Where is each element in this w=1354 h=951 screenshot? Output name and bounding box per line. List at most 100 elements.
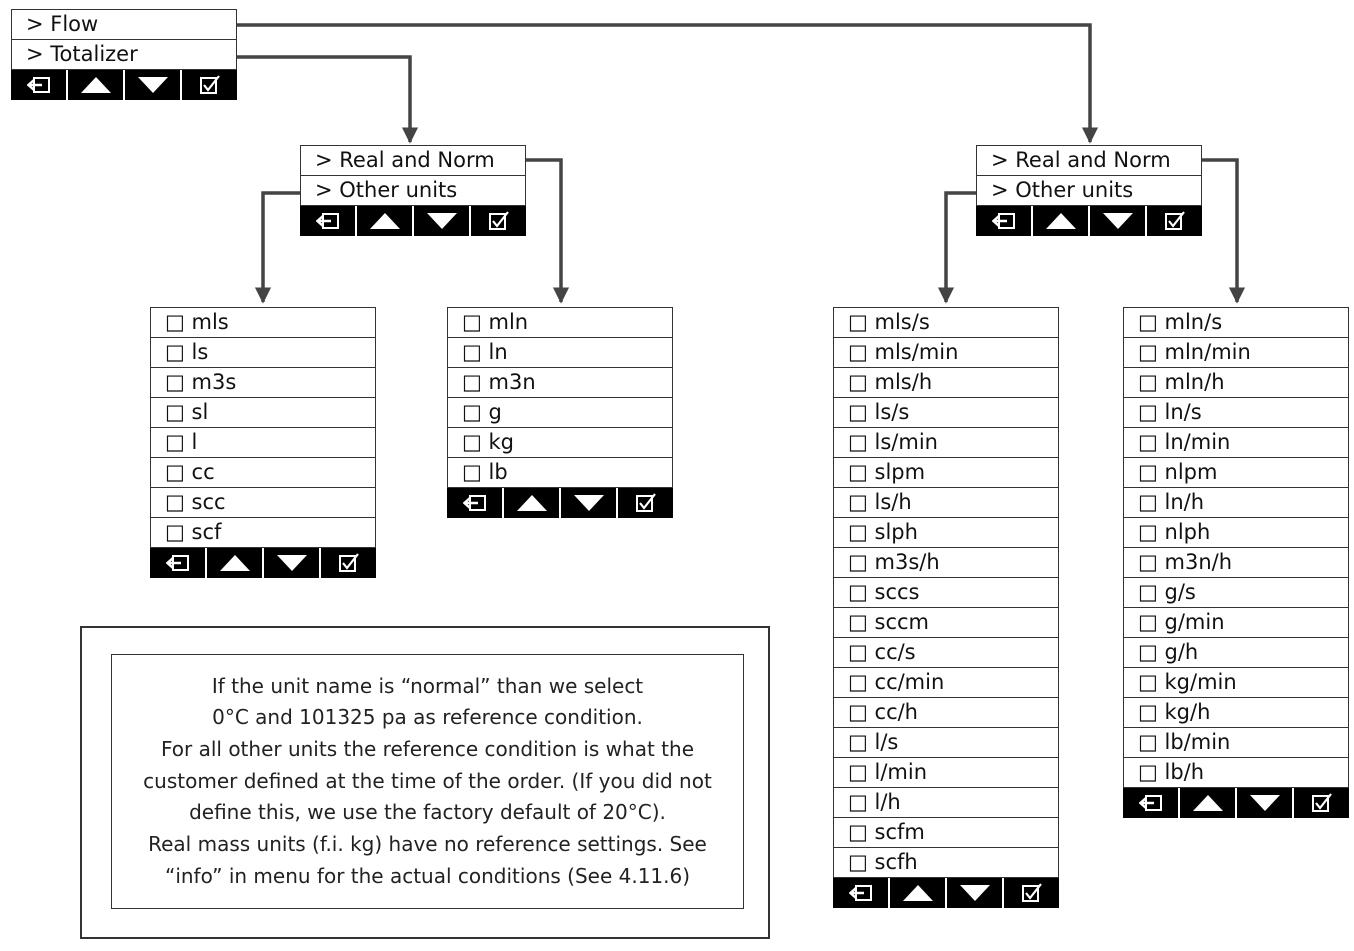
down-arrow-icon xyxy=(426,213,457,229)
menu-nav-bar xyxy=(11,70,237,100)
down-button[interactable] xyxy=(559,488,616,518)
menu-item[interactable]: □ m3n xyxy=(447,367,673,398)
confirm-button[interactable] xyxy=(180,70,237,100)
menu-item[interactable]: □ kg/h xyxy=(1123,697,1349,728)
menu-item[interactable]: □ scc xyxy=(150,487,376,518)
menu-item[interactable]: □ mln/min xyxy=(1123,337,1349,368)
menu-nav-bar xyxy=(976,206,1202,236)
menu-item[interactable]: □ ln/min xyxy=(1123,427,1349,458)
info-note-line: define this, we use the factory default … xyxy=(189,800,666,825)
menu-item[interactable]: □ scfh xyxy=(833,847,1059,878)
down-button[interactable] xyxy=(262,548,319,578)
confirm-button[interactable] xyxy=(469,206,526,236)
back-button[interactable] xyxy=(976,206,1031,236)
menu-item[interactable]: □ cc xyxy=(150,457,376,488)
menu-item[interactable]: □ sccs xyxy=(833,577,1059,608)
up-arrow-icon xyxy=(1045,213,1076,229)
menu-item[interactable]: > Totalizer xyxy=(11,39,237,70)
menu-item[interactable]: □ cc/min xyxy=(833,667,1059,698)
down-button[interactable] xyxy=(1235,788,1292,818)
menu-item[interactable]: □ mls/h xyxy=(833,367,1059,398)
menu-item[interactable]: □ nlpm xyxy=(1123,457,1349,488)
connector-tot-other xyxy=(254,191,300,304)
confirm-check-icon xyxy=(1164,211,1185,230)
up-button[interactable] xyxy=(1178,788,1235,818)
menu-item[interactable]: □ scfm xyxy=(833,817,1059,848)
menu-item[interactable]: □ g/h xyxy=(1123,637,1349,668)
menu-item[interactable]: □ mls/min xyxy=(833,337,1059,368)
back-button[interactable] xyxy=(833,878,888,908)
menu-item[interactable]: □ nlph xyxy=(1123,517,1349,548)
up-button[interactable] xyxy=(66,70,123,100)
confirm-button[interactable] xyxy=(319,548,376,578)
menu-item[interactable]: □ ls/h xyxy=(833,487,1059,518)
confirm-check-icon xyxy=(338,553,359,572)
menu-item[interactable]: □ kg/min xyxy=(1123,667,1349,698)
menu-item[interactable]: □ mln/h xyxy=(1123,367,1349,398)
menu-item[interactable]: > Other units xyxy=(976,175,1202,206)
menu-item[interactable]: □ scf xyxy=(150,517,376,548)
up-button[interactable] xyxy=(205,548,262,578)
back-button[interactable] xyxy=(150,548,205,578)
menu-item[interactable]: □ l/h xyxy=(833,787,1059,818)
menu-item[interactable]: □ ln xyxy=(447,337,673,368)
menu-item[interactable]: □ g/min xyxy=(1123,607,1349,638)
menu-item[interactable]: □ g xyxy=(447,397,673,428)
menu-item[interactable]: □ slph xyxy=(833,517,1059,548)
back-button[interactable] xyxy=(447,488,502,518)
menu-item[interactable]: □ sl xyxy=(150,397,376,428)
up-button[interactable] xyxy=(502,488,559,518)
back-icon xyxy=(462,495,486,511)
menu-item[interactable]: □ l xyxy=(150,427,376,458)
menu-item[interactable]: □ m3n/h xyxy=(1123,547,1349,578)
info-note-line: 0°C and 101325 pa as reference condition… xyxy=(212,705,643,730)
menu-item[interactable]: □ ln/s xyxy=(1123,397,1349,428)
connector-tot-realnorm xyxy=(525,158,570,304)
down-button[interactable] xyxy=(1088,206,1145,236)
menu-item[interactable]: □ mln/s xyxy=(1123,307,1349,338)
down-button[interactable] xyxy=(945,878,1002,908)
confirm-button[interactable] xyxy=(1145,206,1202,236)
menu-item[interactable]: □ ls/min xyxy=(833,427,1059,458)
back-button[interactable] xyxy=(1123,788,1178,818)
menu-item[interactable]: > Real and Norm xyxy=(300,145,526,176)
back-button[interactable] xyxy=(300,206,355,236)
menu-item[interactable]: □ lb/min xyxy=(1123,727,1349,758)
menu-item[interactable]: □ l/s xyxy=(833,727,1059,758)
menu-item[interactable]: □ mln xyxy=(447,307,673,338)
menu-item[interactable]: □ mls xyxy=(150,307,376,338)
menu-item[interactable]: □ lb/h xyxy=(1123,757,1349,788)
back-icon xyxy=(848,885,872,901)
menu-item[interactable]: □ kg xyxy=(447,427,673,458)
back-icon xyxy=(1138,795,1162,811)
up-button[interactable] xyxy=(355,206,412,236)
confirm-button[interactable] xyxy=(616,488,673,518)
menu-item[interactable]: > Other units xyxy=(300,175,526,206)
back-button[interactable] xyxy=(11,70,66,100)
menu-item[interactable]: □ slpm xyxy=(833,457,1059,488)
menu-item[interactable]: > Flow xyxy=(11,9,237,40)
down-button[interactable] xyxy=(412,206,469,236)
down-button[interactable] xyxy=(123,70,180,100)
confirm-check-icon xyxy=(199,75,220,94)
menu-item[interactable]: □ sccm xyxy=(833,607,1059,638)
menu-item[interactable]: □ ls/s xyxy=(833,397,1059,428)
confirm-button[interactable] xyxy=(1292,788,1349,818)
menu-item[interactable]: □ mls/s xyxy=(833,307,1059,338)
menu-item[interactable]: □ ls xyxy=(150,337,376,368)
up-button[interactable] xyxy=(888,878,945,908)
down-arrow-icon xyxy=(1249,795,1280,811)
up-button[interactable] xyxy=(1031,206,1088,236)
menu-item[interactable]: □ ln/h xyxy=(1123,487,1349,518)
menu-item[interactable]: □ g/s xyxy=(1123,577,1349,608)
info-note-line: “info” in menu for the actual conditions… xyxy=(164,863,691,888)
confirm-button[interactable] xyxy=(1002,878,1059,908)
menu-item[interactable]: □ cc/h xyxy=(833,697,1059,728)
menu-item[interactable]: □ m3s xyxy=(150,367,376,398)
menu-item[interactable]: □ m3s/h xyxy=(833,547,1059,578)
menu-item[interactable]: > Real and Norm xyxy=(976,145,1202,176)
menu-item[interactable]: □ lb xyxy=(447,457,673,488)
up-arrow-icon xyxy=(902,885,933,901)
menu-item[interactable]: □ cc/s xyxy=(833,637,1059,668)
menu-item[interactable]: □ l/min xyxy=(833,757,1059,788)
